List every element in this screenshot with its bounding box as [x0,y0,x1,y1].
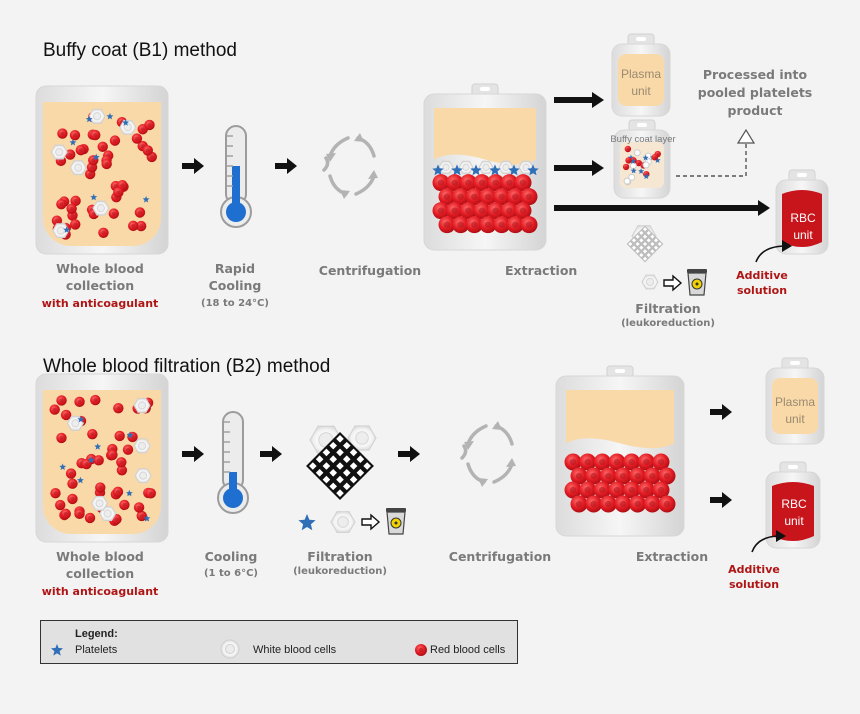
buffy-coat-layer-label: Buffy coat layer [610,134,676,145]
b1-centrifuge-rotor [322,131,380,201]
b1-dashed-arrowhead [736,128,756,144]
b1-thermometer [220,125,252,228]
b2-centrifuge-rotor [460,419,518,489]
b2-arrow-plasma [710,404,732,420]
b1-plasma-bag [611,33,671,117]
b1-rbc-bag [775,169,829,255]
b2-anticoagulant-label: with anticoagulant [41,585,159,598]
b1-arrow-2 [275,158,297,174]
b1-anticoagulant-label: with anticoagulant [41,297,159,310]
legend: Legend: Platelets White blood cells Red … [40,620,518,664]
legend-wbc-label: White blood cells [253,644,337,656]
b2-filter-grid [306,432,374,500]
b1-centrifugation-label: Centrifugation [318,263,422,278]
b1-whole-blood-bag [35,85,169,255]
b1-title: Buffy coat (B1) method [43,40,237,61]
b2-filtration-label: Filtration [307,549,373,564]
b2-additive-arrowhead [776,530,786,542]
b1-filter-grid [626,225,664,263]
b1-extraction-label: Extraction [505,263,578,278]
b1-separated-bag [423,83,547,251]
b1-cooling-range: (18 to 24°C) [201,298,269,309]
b2-leukoreduction-label: (leukoreduction) [293,566,387,577]
b2-cooling-label: Cooling [204,549,258,564]
b1-arrow-1 [182,158,204,174]
b2-rbc-bag [765,461,821,549]
legend-platelet-icon [51,644,63,656]
b2-arrow-rbc [710,492,732,508]
b2-arrow-1 [182,446,204,462]
b1-dashed-arrow [676,140,747,177]
b2-filter-arrow [361,513,381,531]
b1-filtration-label: Filtration [635,301,701,316]
legend-rbc-icon [415,644,427,656]
b1-trash-icon [687,269,707,296]
b2-whole-blood-bag [35,373,169,543]
b2-separated-bag [555,365,685,537]
b2-extraction-label: Extraction [635,549,709,564]
b1-arrow-plasma [554,92,604,108]
b2-plasma-bag [765,357,825,445]
legend-platelets-label: Platelets [75,644,118,656]
b2-arrow-2 [260,446,282,462]
legend-title: Legend: [75,628,118,640]
b1-arrow-rbc [554,200,770,216]
b1-leukoreduction-label: (leukoreduction) [621,318,715,329]
b2-thermometer [217,411,249,514]
b1-filter-arrow [663,274,683,292]
legend-rbc-label: Red blood cells [430,644,506,656]
b2-title: Whole blood filtration (B2) method [43,356,331,377]
b2-trash-icon [386,508,406,535]
b2-centrifugation-label: Centrifugation [448,549,552,564]
b1-buffy-bag [613,119,671,199]
legend-wbc-icon [220,639,240,659]
b1-arrow-buffy [554,160,604,176]
b1-additive-arrowhead [782,240,792,252]
b2-arrow-3 [398,446,420,462]
b2-cooling-range: (1 to 6°C) [203,568,258,579]
